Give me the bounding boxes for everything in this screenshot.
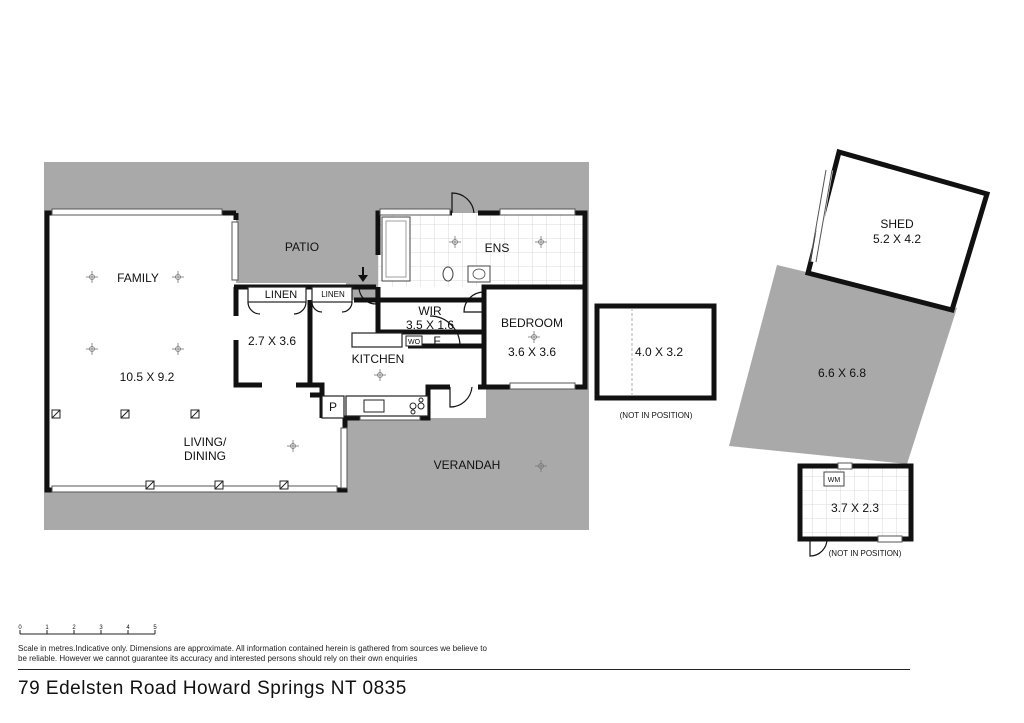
dining-label: DINING (184, 449, 226, 463)
family-label: FAMILY (117, 271, 159, 285)
scale-bar: 0 1 2 3 4 5 (18, 625, 157, 635)
slab-size: 6.6 X 6.8 (818, 366, 866, 380)
wir-size: 3.5 X 1.6 (406, 318, 454, 332)
doors (358, 192, 485, 408)
ensuite-fixtures (381, 216, 491, 283)
family-size: 10.5 X 9.2 (120, 370, 175, 384)
shed-label: SHED (880, 217, 914, 231)
patio-label: PATIO (285, 240, 319, 254)
linen-label-1: LINEN (265, 289, 297, 301)
linen-label-2: LINEN (321, 290, 345, 299)
garage-note: (NOT IN POSITION) (620, 411, 693, 420)
footer-divider (18, 669, 910, 670)
scale-tick-3: 3 (99, 625, 103, 631)
bedroom-size: 3.6 X 3.6 (508, 345, 556, 359)
store-size: 2.7 X 3.6 (248, 334, 296, 348)
pantry-label: P (329, 400, 337, 414)
laundry-block: WM 3.7 X 2.3 (NOT IN POSITION) (797, 462, 914, 558)
laundry-note: (NOT IN POSITION) (829, 549, 902, 558)
shed-size: 5.2 X 4.2 (873, 232, 921, 246)
living-label: LIVING/ (184, 435, 227, 449)
scale-tick-1: 1 (45, 625, 49, 631)
linen-cupboards (247, 286, 353, 315)
garage-block: 4.0 X 3.2 (NOT IN POSITION) (594, 303, 717, 420)
room-labels: FAMILY 10.5 X 9.2 PATIO LINEN LINEN 2.7 … (117, 240, 563, 472)
verandah-label: VERANDAH (434, 458, 501, 472)
bedroom-label: BEDROOM (501, 316, 563, 330)
shed-block: SHED 5.2 X 4.2 (804, 148, 991, 314)
kitchen-label: KITCHEN (352, 352, 405, 366)
disclaimer-text: Scale in metres.Indicative only. Dimensi… (18, 644, 487, 663)
kitchen-benches (321, 332, 429, 419)
entry-arrow-icon (358, 267, 368, 282)
wo-label: WO (408, 339, 421, 346)
windows (51, 208, 576, 493)
scale-tick-2: 2 (72, 625, 76, 631)
laundry-wm-label: WM (828, 477, 841, 484)
garage-size: 4.0 X 3.2 (635, 345, 683, 359)
scale-tick-4: 4 (126, 625, 130, 631)
wir-label: WIR (418, 304, 442, 318)
ens-label: ENS (485, 241, 510, 255)
scale-tick-0: 0 (18, 625, 22, 631)
property-address: 79 Edelsten Road Howard Springs NT 0835 (18, 678, 407, 699)
laundry-size: 3.7 X 2.3 (831, 501, 879, 515)
slab-area: 6.6 X 6.8 (729, 265, 957, 464)
scale-tick-5: 5 (153, 625, 157, 631)
fridge-label: F (433, 334, 440, 348)
